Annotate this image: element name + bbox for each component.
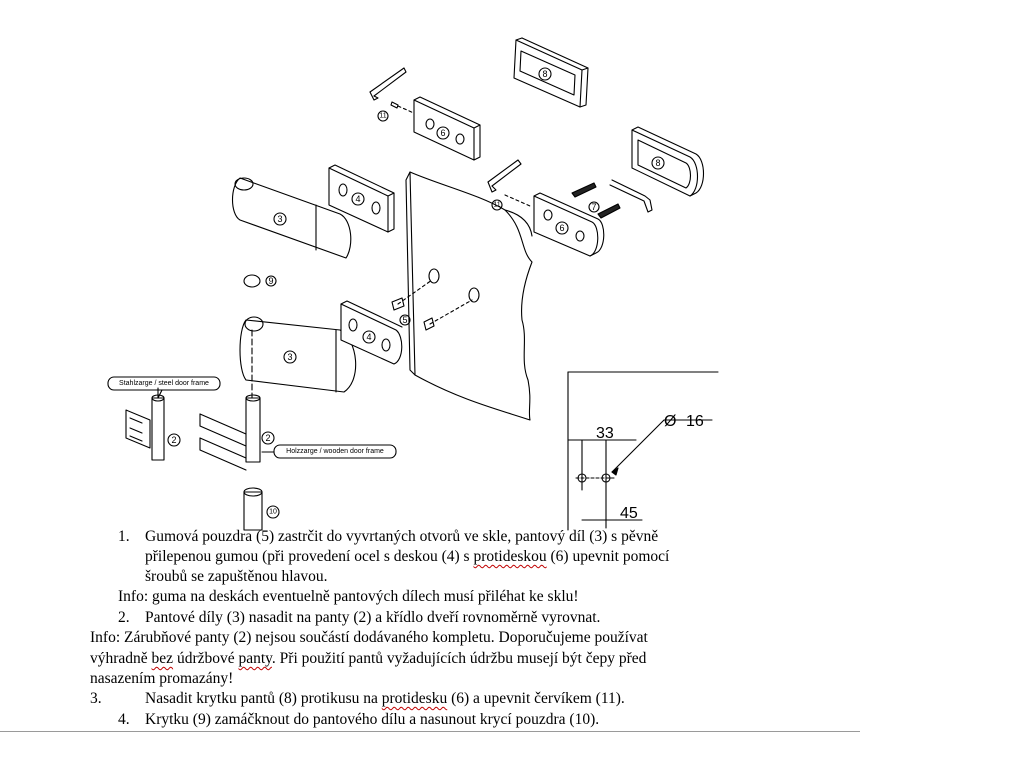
- step-4-text: Krytku (9) zamáčknout do pantového dílu …: [145, 711, 600, 728]
- label-5: 5: [402, 315, 407, 325]
- step-1-line-1: Gumová pouzdra (5) zastrčit do vyvrtanýc…: [145, 528, 659, 545]
- step-1-line-3: šroubů se zapuštěnou hlavou.: [145, 568, 328, 585]
- word-protidesku: protidesku: [381, 690, 448, 707]
- dimension-45: 45: [620, 505, 638, 522]
- label-3-lower: 3: [287, 352, 292, 362]
- glass-holes: [391, 268, 480, 331]
- callout-ovals: [107, 376, 397, 459]
- label-2-wood: 2: [265, 433, 270, 443]
- label-9: 9: [268, 276, 273, 286]
- hinge-cover-right: [631, 126, 705, 197]
- label-7: 7: [591, 202, 596, 212]
- hinge-part-lower: [239, 316, 357, 451]
- steel-frame-hinge: [125, 387, 181, 461]
- dimension-33: 33: [596, 425, 614, 442]
- info-2-line-1: Info: Zárubňové panty (2) nejsou součást…: [90, 629, 648, 646]
- dimension-16: 16: [686, 413, 704, 430]
- label-10: 10: [269, 509, 277, 516]
- step-3-number: 3.: [90, 690, 102, 707]
- counter-plate-middle: [533, 192, 605, 257]
- step-3-text: Nasadit krytku pantů (8) protikusu na pr…: [145, 690, 625, 707]
- diameter-symbol: Ø: [664, 413, 676, 430]
- label-11-b: 11: [493, 202, 500, 209]
- hinge-cover-top: [513, 37, 589, 108]
- hex-key-right: [609, 179, 653, 213]
- counter-plate-top: [413, 96, 481, 161]
- dimension-detail: [567, 371, 719, 531]
- label-8-right: 8: [655, 158, 660, 168]
- screws: [571, 182, 621, 219]
- word-protideskou: protideskou: [473, 548, 547, 565]
- hex-key-middle: [487, 159, 531, 211]
- page-bottom-rule: [0, 731, 860, 732]
- hinge-part-upper: [231, 177, 352, 259]
- label-6-top: 6: [440, 128, 445, 138]
- hex-key-top: [369, 67, 417, 122]
- step-4-number: 4.: [118, 711, 130, 728]
- plate-upper: [328, 164, 395, 233]
- label-11: 11: [379, 113, 386, 120]
- callout-steel-frame: Stahlzarge / steel door frame: [119, 380, 209, 387]
- callout-wooden-frame: Holzzarge / wooden door frame: [286, 448, 384, 455]
- info-2-line-2: výhradně bez údržbové panty. Při použití…: [90, 650, 647, 667]
- label-2-steel: 2: [171, 435, 176, 445]
- step-2-number: 2.: [118, 609, 130, 626]
- info-1: Info: guma na deskách eventuelně pantový…: [118, 588, 579, 605]
- plate-lower: [340, 300, 403, 365]
- info-2-line-3: nasazením promazány!: [90, 670, 234, 687]
- step-2-text: Pantové díly (3) nasadit na panty (2) a …: [145, 609, 601, 626]
- word-bez: bez: [151, 650, 174, 667]
- sleeve: [243, 487, 280, 531]
- wooden-frame-hinge: [199, 394, 275, 471]
- label-3-upper: 3: [277, 214, 282, 224]
- step-1-line-2: přilepenou gumou (při provedení ocel s d…: [145, 548, 670, 565]
- label-8-top: 8: [542, 69, 547, 79]
- label-6-middle: 6: [559, 223, 564, 233]
- cap: [243, 274, 277, 288]
- label-4-lower: 4: [366, 332, 371, 342]
- label-4-upper: 4: [355, 194, 360, 204]
- step-1-number: 1.: [118, 528, 130, 545]
- word-panty: panty: [238, 650, 272, 667]
